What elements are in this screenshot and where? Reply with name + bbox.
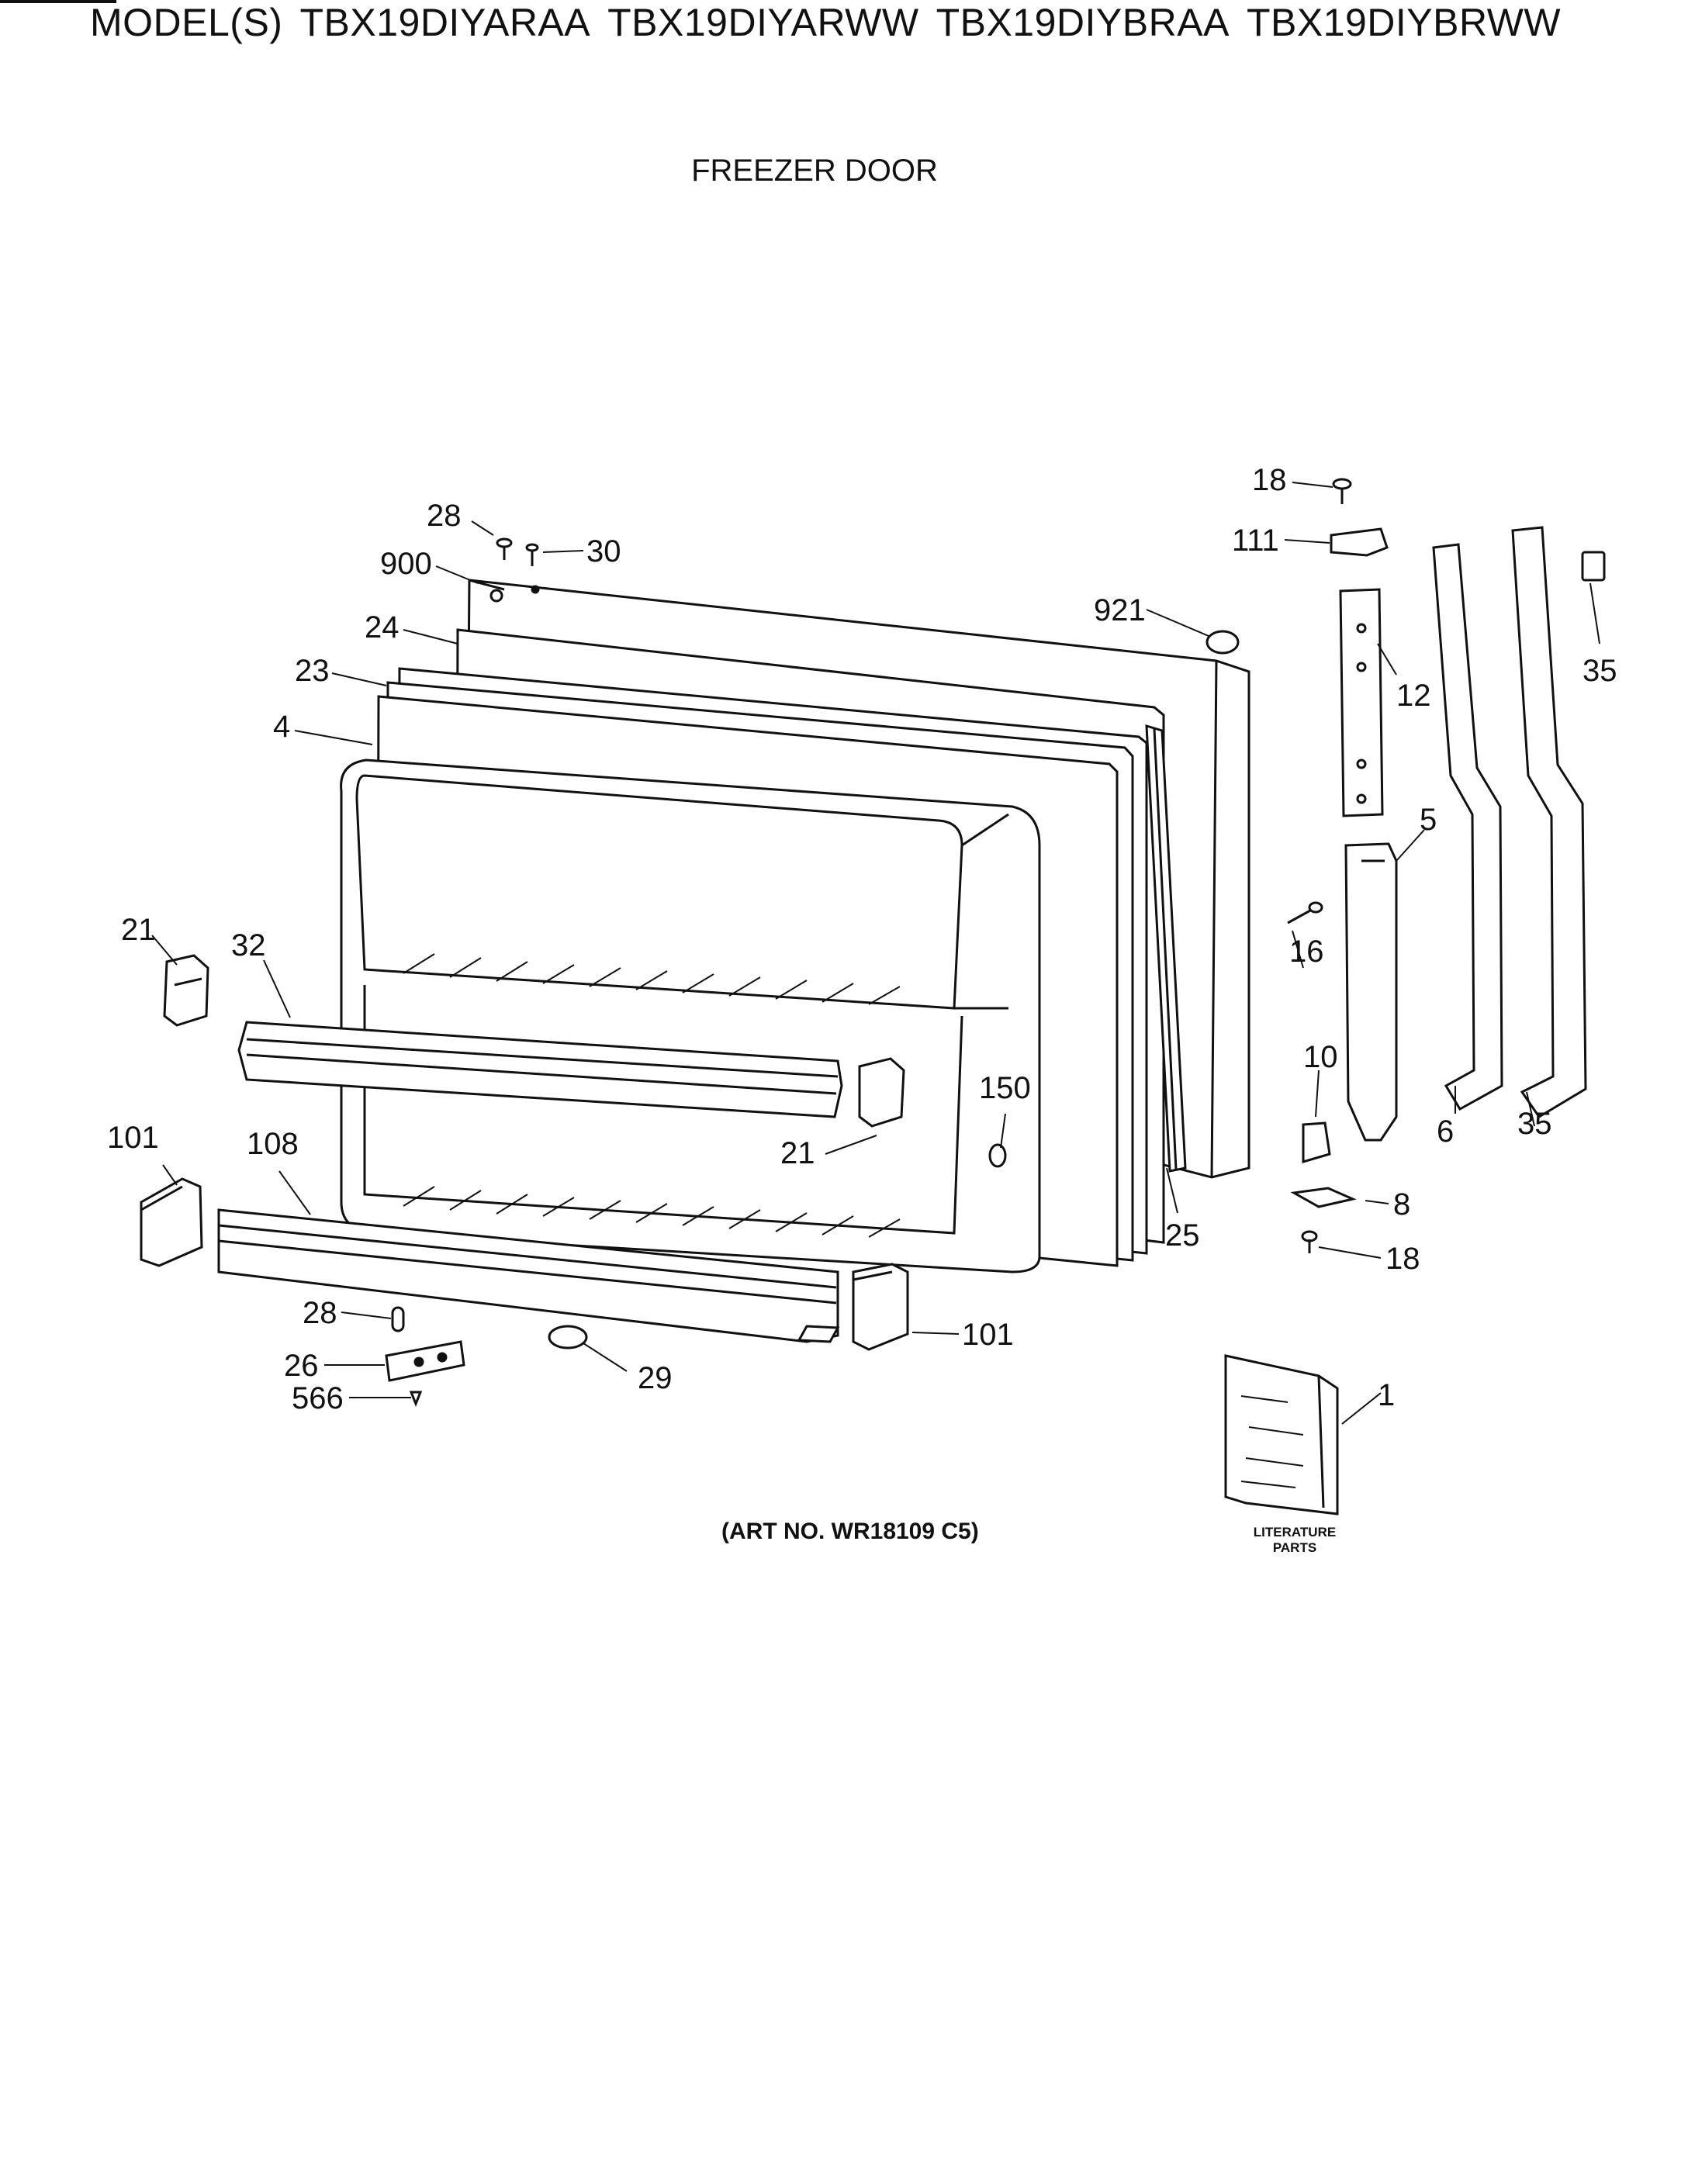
callout-101: 101: [962, 1318, 1014, 1352]
callout-labels: 28 30 900 24 23 4 921 18 111 12 35 5 16 …: [107, 463, 1617, 1415]
diagram-title: FREEZER DOOR: [691, 154, 938, 188]
callout-10: 10: [1303, 1040, 1338, 1074]
callout-30: 30: [586, 534, 621, 568]
callout-18: 18: [1252, 463, 1287, 497]
callout-21: 21: [121, 913, 156, 947]
callout-8: 8: [1393, 1187, 1410, 1222]
callout-16: 16: [1289, 935, 1324, 969]
end-cap-left: [140, 1177, 203, 1267]
callout-1: 1: [1378, 1378, 1395, 1412]
callout-4: 4: [273, 710, 290, 744]
model-number: TBX19DIYBRAA: [936, 1, 1230, 44]
parts-line: PARTS: [1272, 1540, 1317, 1555]
callout-6: 6: [1437, 1114, 1454, 1149]
callout-921: 921: [1094, 593, 1146, 627]
shelf-clip-right: [858, 1057, 905, 1128]
callout-101: 101: [107, 1121, 159, 1155]
top-rule: [0, 0, 116, 3]
callout-35: 35: [1582, 654, 1617, 688]
callout-18: 18: [1385, 1242, 1420, 1276]
inner-door-liner: [340, 759, 1041, 1273]
callout-26: 26: [284, 1349, 319, 1383]
hardware: [385, 537, 1240, 1408]
literature-line: LITERATURE: [1253, 1525, 1337, 1540]
bottom-trim: [217, 1208, 840, 1343]
callout-108: 108: [247, 1127, 299, 1161]
callout-35: 35: [1517, 1107, 1552, 1141]
literature-parts-label: LITERATURE PARTS: [1221, 1525, 1368, 1556]
models-prefix: MODEL(S): [90, 1, 283, 44]
callout-28: 28: [303, 1296, 337, 1330]
callout-566: 566: [292, 1381, 344, 1415]
hinge-parts: [1287, 478, 1606, 1253]
callout-12: 12: [1396, 679, 1431, 713]
callout-32: 32: [231, 928, 266, 962]
literature-booklet: [1224, 1354, 1339, 1515]
art-number: (ART NO. WR18109 C5): [721, 1519, 979, 1544]
shelf-clip-left: [163, 954, 209, 1027]
callout-900: 900: [380, 547, 432, 581]
callout-29: 29: [638, 1361, 673, 1395]
callout-28: 28: [427, 499, 462, 533]
callout-5: 5: [1420, 803, 1437, 837]
callout-24: 24: [365, 610, 400, 644]
callout-150: 150: [979, 1071, 1031, 1105]
shelf-bar: [237, 1021, 843, 1118]
model-number: TBX19DIYBRWW: [1246, 1, 1562, 44]
model-number: TBX19DIYARWW: [607, 1, 919, 44]
callout-111: 111: [1232, 524, 1279, 558]
model-number: TBX19DIYARAA: [299, 1, 591, 44]
callout-25: 25: [1165, 1218, 1200, 1253]
shelf-ribs: [403, 953, 901, 1238]
leader-lines: [151, 482, 1600, 1425]
callout-21: 21: [780, 1136, 815, 1170]
end-cap-right: [852, 1263, 909, 1351]
model-header: MODEL(S) TBX19DIYARAA TBX19DIYARWW TBX19DIY…: [90, 0, 1672, 54]
callout-23: 23: [295, 654, 330, 688]
gasket-strip: [1145, 724, 1187, 1173]
